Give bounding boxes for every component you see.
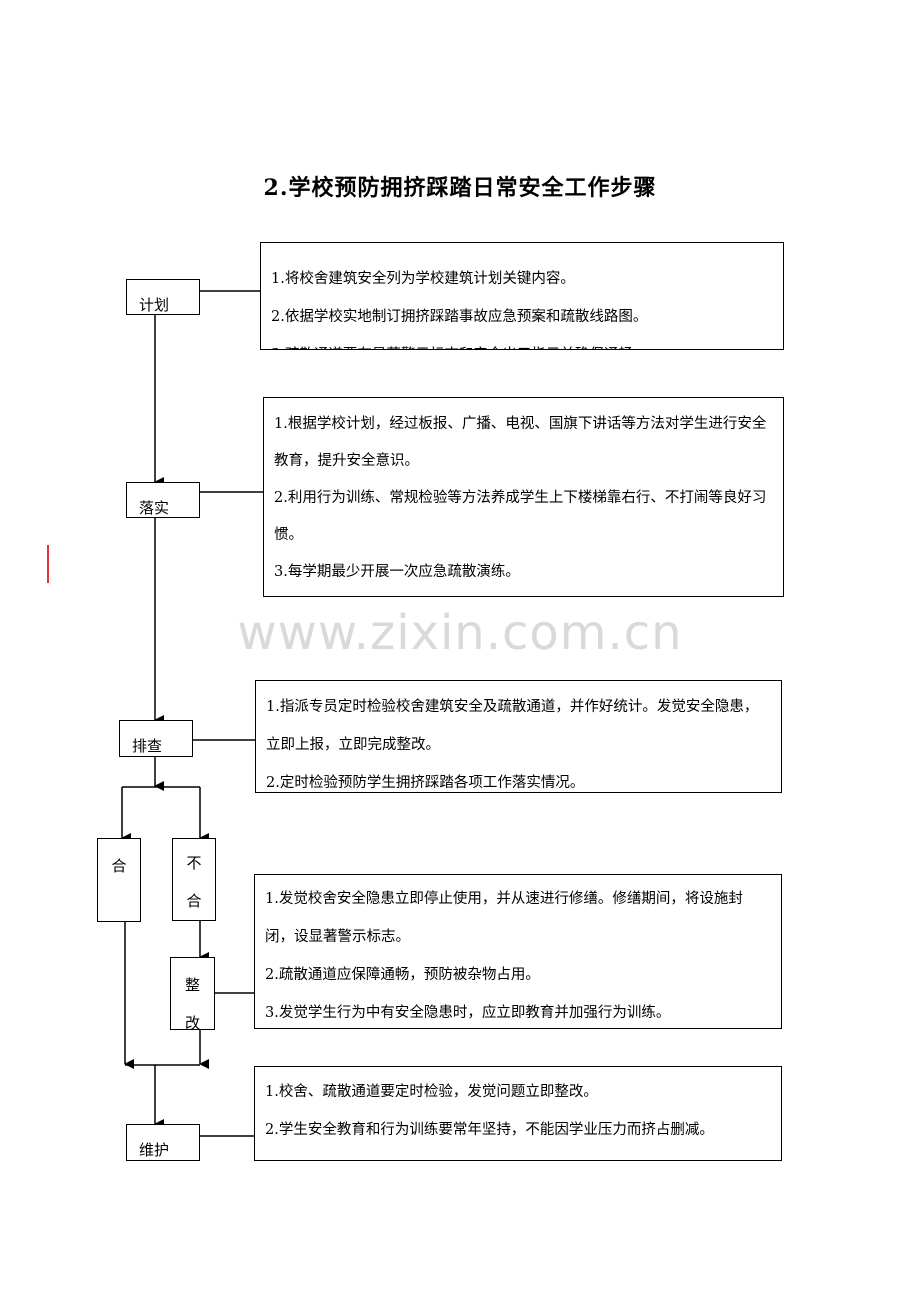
step-inspect: 排查 [119, 720, 193, 757]
detail-line: 1.发觉校舍安全隐患立即停止使用，并从速进行修缮。修缮期间，将设施封闭，设显著警… [265, 891, 743, 945]
page-title: 2.学校预防拥挤踩踏日常安全工作步骤 [263, 175, 657, 201]
step-label: 整 [184, 976, 200, 994]
detail-line: 2.定时检验预防学生拥挤踩踏各项工作落实情况。 [266, 775, 585, 791]
step-label: 排查 [132, 737, 163, 755]
detail-plan: 1.将校舍建筑安全列为学校建筑计划关键内容。 2.依据学校实地制订拥挤踩踏事故应… [260, 242, 784, 350]
detail-line: 2.学生安全教育和行为训练要常年坚持，不能因学业压力而挤占删减。 [265, 1122, 714, 1138]
detail-line: 1.根据学校计划，经过板报、广播、电视、国旗下讲话等方法对学生进行安全教育，提升… [274, 416, 767, 469]
step-label: 维护 [139, 1141, 170, 1159]
detail-line: 2.依据学校实地制订拥挤踩踏事故应急预案和疏散线路图。 [271, 309, 648, 325]
detail-line: 2.疏散通道应保障通畅，预防被杂物占用。 [265, 967, 540, 983]
detail-line: 1.将校舍建筑安全列为学校建筑计划关键内容。 [271, 271, 575, 287]
step-label: 落实 [139, 499, 170, 517]
detail-line: 3.每学期最少开展一次应急疏散演练。 [274, 564, 520, 580]
detail-line: 3.疏散通道要有显著警示标志和安全出口指示并确保通畅。 [271, 336, 773, 349]
detail-line: 2.利用行为训练、常规检验等方法养成学生上下楼梯靠右行、不打闹等良好习惯。 [274, 490, 767, 543]
watermark: www.zixin.com.cn [237, 605, 683, 661]
step-label: 合 [111, 857, 127, 875]
step-maintain: 维护 [126, 1124, 200, 1161]
step-label: 计划 [139, 296, 170, 314]
step-label: 改 [184, 1014, 200, 1030]
step-implement: 落实 [126, 482, 200, 518]
detail-implement: 1.根据学校计划，经过板报、广播、电视、国旗下讲话等方法对学生进行安全教育，提升… [263, 397, 784, 597]
detail-rectify: 1.发觉校舍安全隐患立即停止使用，并从速进行修缮。修缮期间，将设施封闭，设显著警… [254, 874, 782, 1029]
detail-line: 3.发觉学生行为中有安全隐患时，应立即教育并加强行为训练。 [265, 1005, 671, 1021]
margin-mark [47, 545, 49, 583]
detail-line: 1.校舍、疏散通道要定时检验，发觉问题立即整改。 [265, 1084, 598, 1100]
step-pass: 合 [97, 838, 141, 922]
detail-inspect: 1.指派专员定时检验校舍建筑安全及疏散通道，并作好统计。发觉安全隐患，立即上报，… [255, 680, 782, 793]
step-fail: 不合 [172, 838, 216, 921]
detail-line: 1.指派专员定时检验校舍建筑安全及疏散通道，并作好统计。发觉安全隐患，立即上报，… [266, 699, 759, 753]
step-label: 不 [186, 854, 202, 872]
step-plan: 计划 [126, 279, 200, 315]
step-label: 合 [186, 892, 202, 910]
step-rectify: 整改 [170, 957, 215, 1030]
detail-maintain: 1.校舍、疏散通道要定时检验，发觉问题立即整改。 2.学生安全教育和行为训练要常… [254, 1066, 782, 1161]
